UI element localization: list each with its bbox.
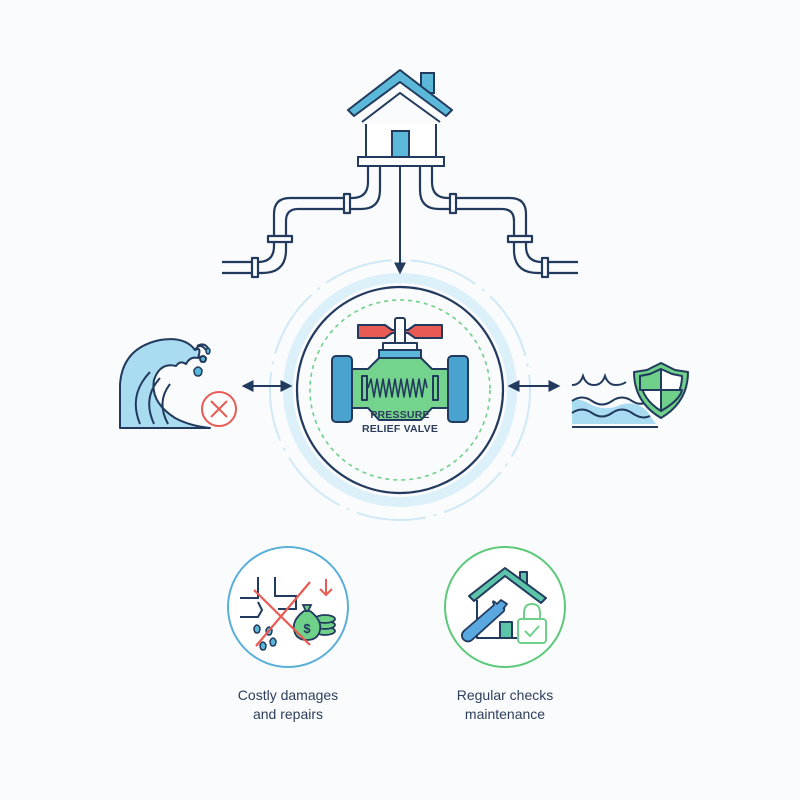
house-icon — [347, 69, 453, 167]
central-valve-label-line2: RELIEF VALVE — [361, 423, 439, 435]
tidal-wave-icon — [119, 338, 211, 429]
money-bag-icon: $ — [292, 604, 336, 641]
caption-line1: Regular checks — [456, 687, 554, 703]
calm-water-icon — [571, 372, 658, 428]
shield-icon — [633, 362, 689, 419]
caption-line2: and repairs — [252, 706, 324, 722]
lock-check-icon — [517, 602, 547, 644]
regular-checks-caption: Regular checks maintenance — [405, 686, 605, 724]
blocked-x-icon — [201, 391, 237, 427]
caption-line1: Costly damages — [237, 687, 339, 703]
costly-damages-caption: Costly damages and repairs — [188, 686, 388, 724]
caption-line2: maintenance — [464, 706, 546, 722]
costly-damages-badge: $ — [227, 546, 349, 668]
regular-checks-badge — [444, 546, 566, 668]
pipes-icon — [222, 166, 578, 279]
central-valve-label: PRESSURE RELIEF VALVE — [330, 408, 470, 436]
svg-text:$: $ — [303, 621, 311, 636]
central-valve-label-line1: PRESSURE — [370, 409, 430, 421]
valve-icon — [331, 317, 469, 423]
wrench-icon — [460, 599, 508, 643]
